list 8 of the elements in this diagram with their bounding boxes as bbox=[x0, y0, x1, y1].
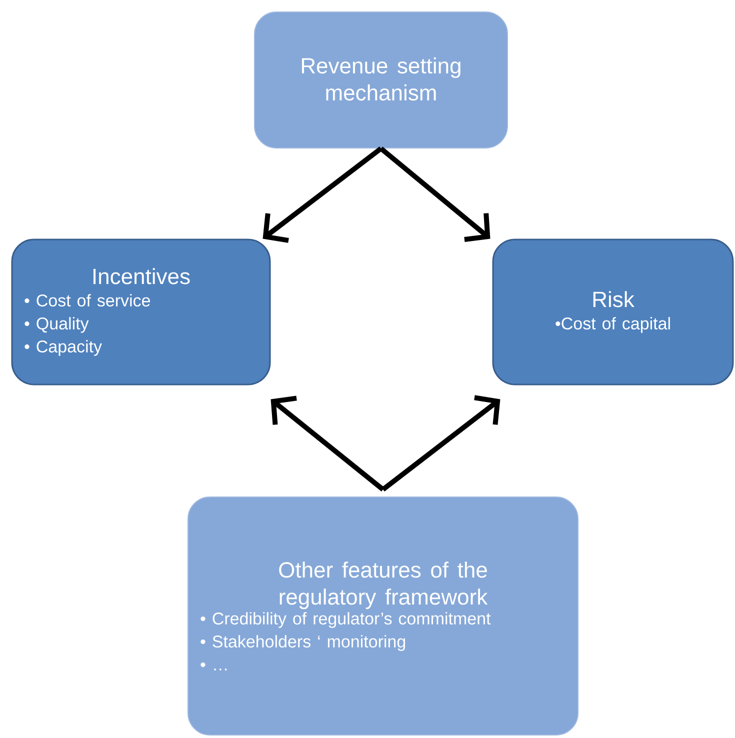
arrow bbox=[381, 395, 500, 492]
arrow bbox=[270, 396, 385, 492]
process-box: Risk •Cost of capital bbox=[492, 238, 734, 386]
process-box: Incentives • Cost of service • Quality • Capacity bbox=[11, 238, 271, 386]
arrow bbox=[379, 146, 490, 242]
process-box: Other features of the regulatory framework • Credibility of regulator’s commitment • Stakeholders ‘ monitoring • … bbox=[188, 496, 578, 736]
process-box: Revenue setting mechanism bbox=[254, 12, 508, 148]
arrow bbox=[262, 146, 383, 243]
